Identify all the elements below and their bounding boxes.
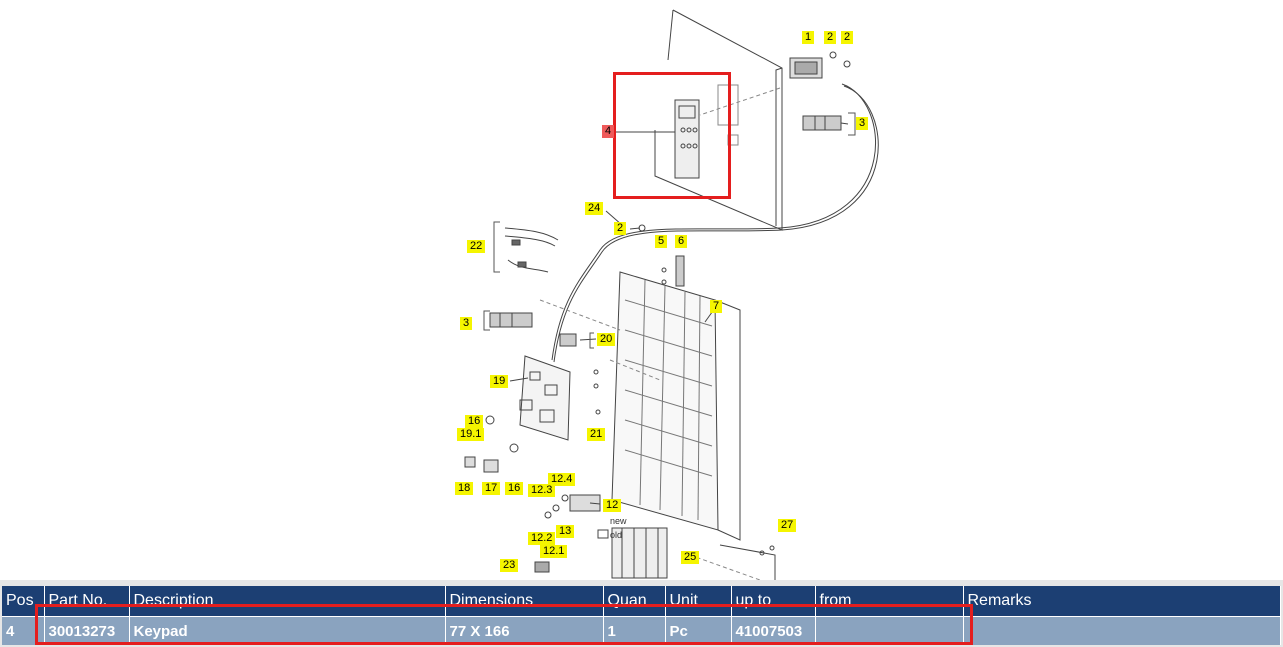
- callout-22[interactable]: 22: [467, 240, 486, 253]
- cell-dimensions: 77 X 166: [445, 616, 604, 645]
- diagram-drawing: [464, 9, 879, 580]
- col-header-description[interactable]: Description: [129, 586, 446, 617]
- callout-27[interactable]: 27: [778, 519, 797, 532]
- callout-4[interactable]: 4: [602, 125, 615, 138]
- parts-table-area: Pos Part No. Description Dimensions Quan…: [0, 580, 1283, 647]
- callout-19-1[interactable]: 19.1: [457, 428, 485, 441]
- callout-12-3[interactable]: 12.3: [528, 484, 556, 497]
- callout-24[interactable]: 24: [585, 202, 604, 215]
- callout-12-4[interactable]: 12.4: [548, 473, 576, 486]
- callout-12-2[interactable]: 12.2: [528, 532, 556, 545]
- note-new: new: [610, 516, 627, 526]
- callout-18[interactable]: 18: [455, 482, 474, 495]
- callout-16[interactable]: 16: [465, 415, 484, 428]
- cell-from: [815, 616, 964, 645]
- callout-16[interactable]: 16: [505, 482, 524, 495]
- callout-2[interactable]: 2: [824, 31, 837, 44]
- col-header-unit[interactable]: Unit: [665, 586, 732, 617]
- callout-21[interactable]: 21: [587, 428, 606, 441]
- callout-2[interactable]: 2: [841, 31, 854, 44]
- callout-2[interactable]: 2: [614, 222, 627, 235]
- callout-6[interactable]: 6: [675, 235, 688, 248]
- callout-5[interactable]: 5: [655, 235, 668, 248]
- callout-23[interactable]: 23: [500, 559, 519, 572]
- selected-row-highlight: [35, 604, 973, 645]
- cell-unit: Pc: [665, 616, 732, 645]
- callout-19[interactable]: 19: [490, 375, 509, 388]
- callout-1[interactable]: 1: [802, 31, 815, 44]
- col-header-remarks[interactable]: Remarks: [963, 586, 1281, 617]
- callout-7[interactable]: 7: [710, 300, 723, 313]
- table-row[interactable]: 4 30013273 Keypad 77 X 166 1 Pc 41007503: [2, 616, 1281, 645]
- selected-part-highlight: [613, 72, 731, 199]
- exploded-parts-diagram: 1 2 2 3 4 24 2 5 6 22 7 3 20 19 16 19.1 …: [455, 9, 879, 580]
- cell-description: Keypad: [129, 616, 446, 645]
- col-header-up-to[interactable]: up to: [731, 586, 816, 617]
- col-header-from[interactable]: from: [815, 586, 964, 617]
- cell-remarks: [963, 616, 1281, 645]
- callout-20[interactable]: 20: [597, 333, 616, 346]
- callout-3[interactable]: 3: [460, 317, 473, 330]
- callout-12-1[interactable]: 12.1: [540, 545, 568, 558]
- parts-table: Pos Part No. Description Dimensions Quan…: [2, 586, 1281, 645]
- cell-quan: 1: [603, 616, 666, 645]
- callout-12[interactable]: 12: [603, 499, 622, 512]
- callout-17[interactable]: 17: [482, 482, 501, 495]
- callout-13[interactable]: 13: [556, 525, 575, 538]
- callout-25[interactable]: 25: [681, 551, 700, 564]
- note-old: old: [610, 530, 623, 540]
- table-header-row: Pos Part No. Description Dimensions Quan…: [2, 586, 1281, 617]
- cell-part-no: 30013273: [44, 616, 130, 645]
- cell-up-to: 41007503: [731, 616, 816, 645]
- callout-3[interactable]: 3: [856, 117, 869, 130]
